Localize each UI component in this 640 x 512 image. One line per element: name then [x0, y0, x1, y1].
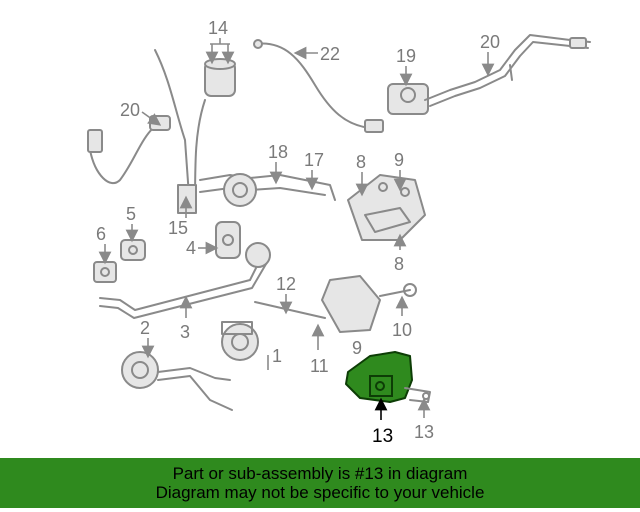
svg-text:17: 17: [304, 150, 324, 170]
svg-text:2: 2: [140, 318, 150, 338]
part-17-18-valve-assembly: [199, 173, 336, 207]
callout-21: 20: [120, 100, 162, 126]
svg-text:22: 22: [320, 44, 340, 64]
callout-8: 8: [393, 233, 407, 274]
callout-12: 12: [276, 274, 296, 315]
part-15-reservoir: [204, 43, 236, 97]
callout-3: 3: [179, 295, 193, 342]
part-2-valve-tube: [121, 351, 233, 411]
svg-text:3: 3: [180, 322, 190, 342]
svg-text:9: 9: [394, 150, 404, 170]
part-22-sensor-wire: [253, 39, 384, 133]
svg-text:8: 8: [394, 254, 404, 274]
callout-16: 15: [168, 195, 193, 238]
svg-text:15: 15: [168, 218, 188, 238]
svg-text:5: 5: [126, 204, 136, 224]
callout-20: 20: [480, 32, 500, 77]
svg-text:20: 20: [480, 32, 500, 52]
callout-9-lower: 9: [352, 338, 362, 358]
info-banner: Part or sub-assembly is #13 in diagram D…: [0, 458, 640, 508]
callout-17: 17: [304, 150, 324, 191]
callout-11: 11: [310, 323, 329, 376]
callout-14: 13: [414, 397, 434, 442]
callout-9-upper: 9: [393, 150, 407, 192]
svg-text:1: 1: [272, 346, 282, 366]
svg-text:9: 9: [352, 338, 362, 358]
svg-text:18: 18: [268, 142, 288, 162]
svg-text:8: 8: [356, 152, 366, 172]
part-21-harness: [87, 115, 171, 185]
svg-text:20: 20: [120, 100, 140, 120]
part-4-gasket: [215, 221, 241, 259]
svg-text:10: 10: [392, 320, 412, 340]
part-1-egr-valve: [221, 321, 259, 361]
callout-7: 8: [355, 152, 369, 197]
part-7-8-9-bracket: [347, 174, 426, 241]
svg-text:4: 4: [186, 238, 196, 258]
part-6-gasket: [93, 261, 117, 283]
parts-diagram: 14 22 19 20 20: [87, 18, 591, 447]
callout-15: 14: [205, 18, 235, 65]
callout-4: 4: [186, 238, 219, 258]
callout-18: 18: [268, 142, 288, 185]
svg-text:6: 6: [96, 224, 106, 244]
callout-13: 13: [372, 397, 393, 447]
svg-text:13: 13: [372, 426, 393, 447]
part-19-solenoid: [387, 83, 429, 115]
part-16-bracket: [154, 49, 206, 214]
svg-text:11: 11: [310, 356, 329, 376]
svg-text:13: 13: [414, 422, 434, 442]
part-10-11-12-actuator: [254, 275, 417, 333]
svg-text:19: 19: [396, 46, 416, 66]
banner-line-1: Part or sub-assembly is #13 in diagram: [172, 464, 468, 483]
callout-19: 19: [396, 46, 416, 87]
callout-10: 10: [392, 295, 412, 340]
callout-5: 5: [125, 204, 139, 243]
svg-text:12: 12: [276, 274, 296, 294]
callout-6: 6: [96, 224, 112, 265]
part-20-hose: [424, 34, 591, 107]
svg-text:14: 14: [208, 18, 228, 38]
banner-line-2: Diagram may not be specific to your vehi…: [155, 483, 485, 502]
part-5-gasket: [120, 239, 146, 261]
callout-22: 22: [293, 44, 340, 64]
part-13-highlighted: [345, 351, 413, 403]
callout-1: 1: [267, 346, 282, 370]
callout-2: 2: [140, 318, 155, 359]
part-3-tube: [99, 242, 271, 319]
